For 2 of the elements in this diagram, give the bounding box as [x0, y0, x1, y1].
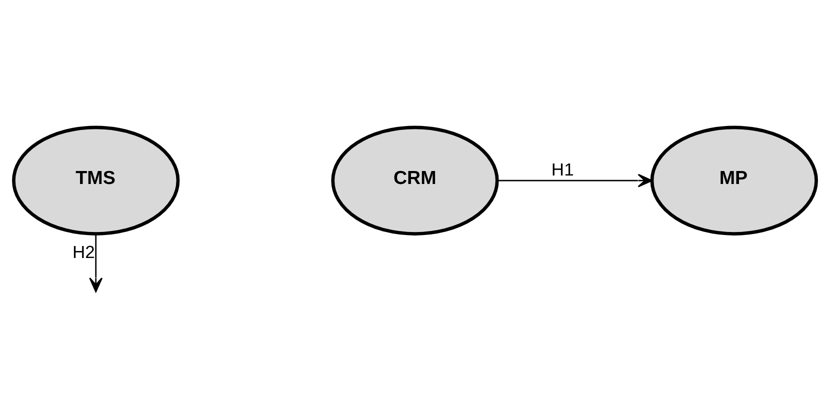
edge-label: H1	[551, 159, 574, 180]
edge-label: H2	[72, 241, 95, 262]
